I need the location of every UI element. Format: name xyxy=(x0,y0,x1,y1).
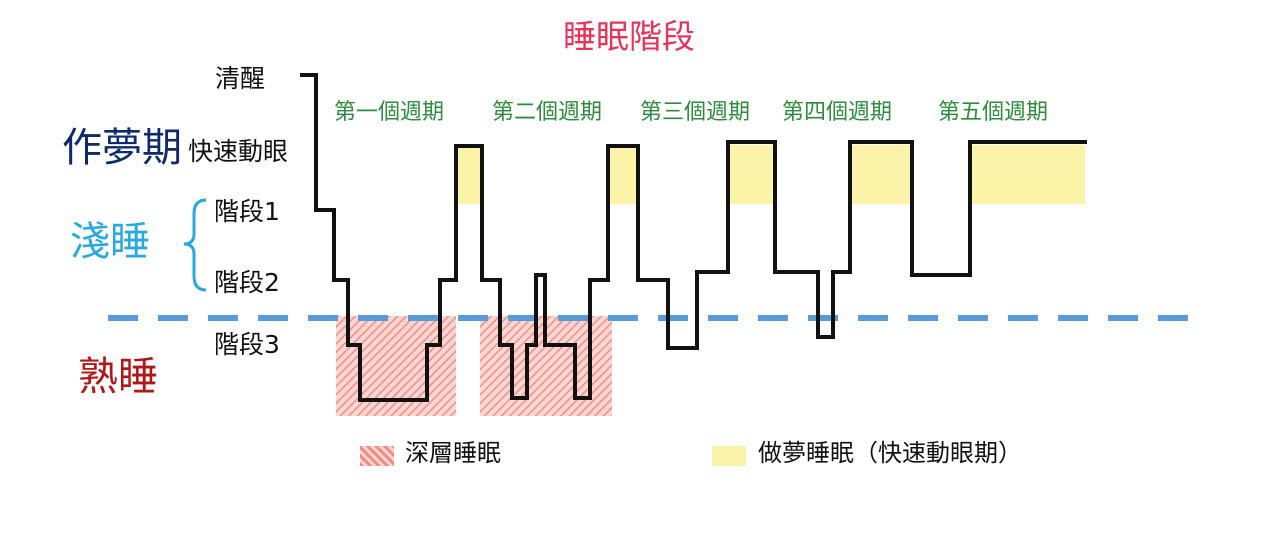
cycle-label-2: 第二個週期 xyxy=(492,100,603,125)
cycle-label-4: 第四個週期 xyxy=(782,100,893,125)
cycle-label-1: 第一個週期 xyxy=(334,100,445,125)
rem-region-3 xyxy=(730,145,775,204)
group-label-dream: 作夢期 xyxy=(62,125,182,171)
legend-label-rem: 做夢睡眠（快速動眼期） xyxy=(758,439,1022,467)
rem-region-4 xyxy=(850,145,912,204)
diagram-title: 睡眠階段 xyxy=(563,17,695,56)
stage-label-awake: 清醒 xyxy=(215,64,266,93)
rem-region-1 xyxy=(455,147,482,204)
cycle-label-3: 第三個週期 xyxy=(640,100,751,125)
light-sleep-brace xyxy=(183,198,207,292)
group-label-deep: 熟睡 xyxy=(78,354,158,400)
legend-label-deep: 深層睡眠 xyxy=(405,439,501,467)
stage-label-rem: 快速動眼 xyxy=(188,137,289,166)
group-label-light: 淺睡 xyxy=(70,219,150,265)
hypnogram-line xyxy=(300,73,1087,402)
cycle-label-5: 第五個週期 xyxy=(938,100,1049,125)
rem-region-2 xyxy=(608,147,638,204)
stage-label-2: 階段2 xyxy=(214,268,280,297)
stage-label-3: 階段3 xyxy=(214,330,280,359)
legend-swatch-rem xyxy=(712,446,746,466)
legend-swatch-deep xyxy=(360,446,394,466)
rem-region-5 xyxy=(970,145,1085,204)
stage-label-1: 階段1 xyxy=(214,197,280,226)
